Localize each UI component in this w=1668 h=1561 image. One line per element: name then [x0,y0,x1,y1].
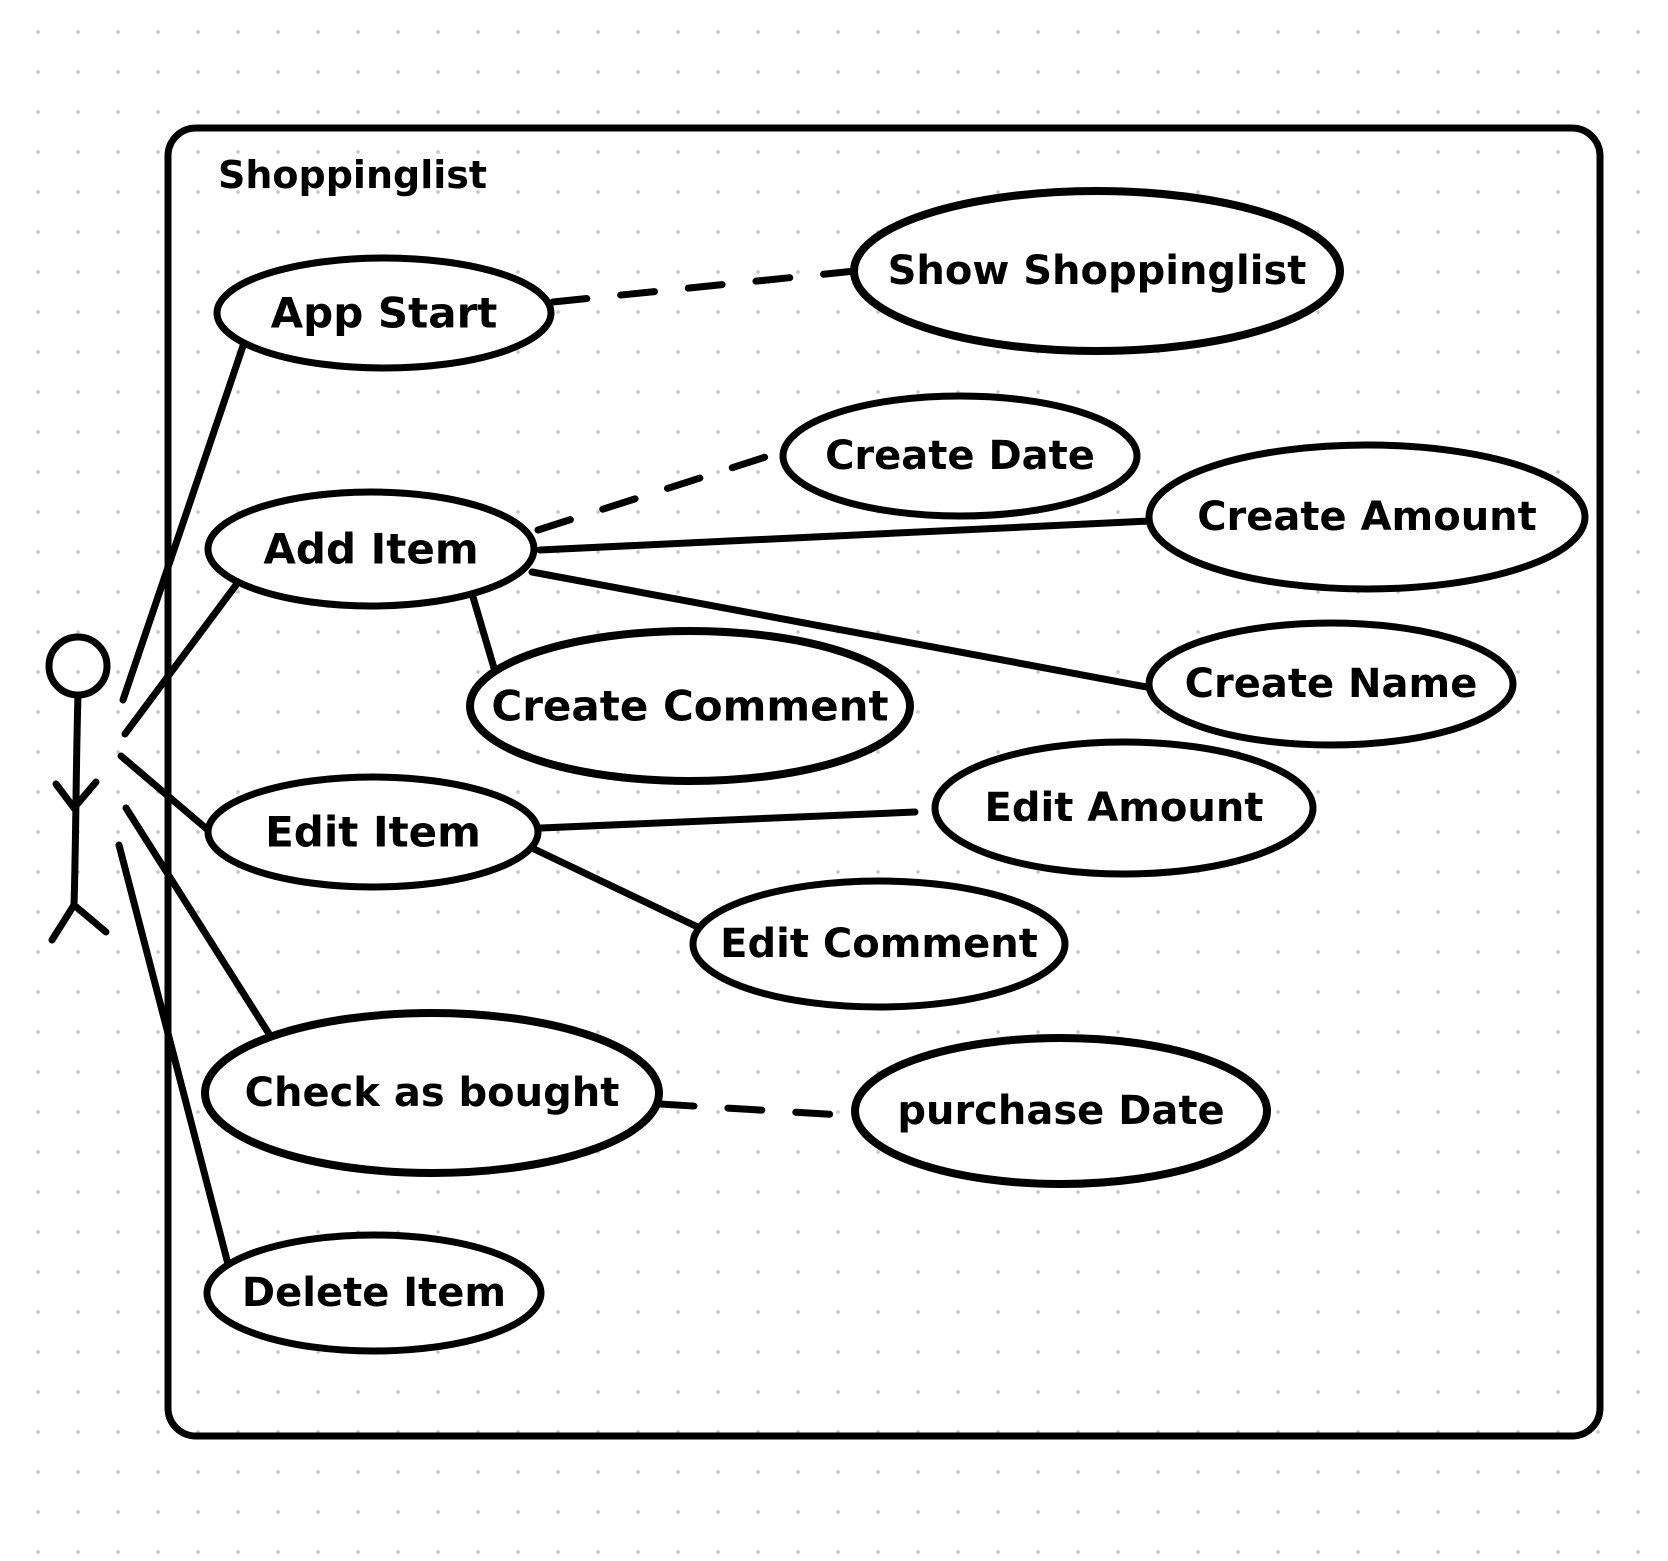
use-case-label: Edit Comment [720,921,1038,967]
use-case-label: Check as bought [245,1070,620,1116]
use-case-edit-amount: Edit Amount [931,738,1317,878]
use-case-label: Add Item [263,525,478,574]
use-case-label: Edit Item [265,808,481,857]
relation-add-item-create-amount [536,517,1154,554]
actor-arms [52,778,100,812]
assoc-actor-delete-item [115,841,232,1268]
use-case-label: Delete Item [242,1270,506,1316]
relation-edit-item-edit-comment [528,844,710,935]
actor-body [70,691,82,909]
relation-edit-item-edit-amount [537,808,919,832]
assoc-actor-add-item [121,581,240,738]
relation-add-item-create-comment [469,593,498,672]
relation-add-item-create-date [534,448,785,534]
use-case-label: Create Amount [1197,494,1537,540]
use-case-purchase-date: purchase Date [851,1034,1271,1188]
use-case-app-start: App Start [213,254,555,372]
assoc-actor-check-as-bought [122,804,275,1041]
use-case-create-comment: Create Comment [466,627,914,785]
system-boundary [164,124,1604,1440]
use-case-label: purchase Date [897,1088,1224,1134]
relation-app-start-show-shoppinglist [549,267,859,306]
relation-check-as-bought-purchase-date [656,1100,862,1120]
use-case-label: Edit Amount [985,785,1264,831]
use-case-label: Create Date [825,433,1095,479]
use-case-create-date: Create Date [779,392,1141,520]
use-case-show-shoppinglist: Show Shoppinglist [850,187,1344,355]
use-case-create-amount: Create Amount [1145,441,1589,593]
use-case-add-item: Add Item [204,488,538,610]
assoc-actor-edit-item [117,752,219,840]
use-case-check-as-bought: Check as bought [201,1009,663,1177]
actor-legs [48,901,110,944]
actor-associations [115,342,275,1268]
use-case-relations [469,267,1156,1120]
actor-head [45,633,111,699]
system-title: Shoppinglist [218,153,487,197]
use-case-label: Show Shoppinglist [888,248,1307,294]
assoc-actor-app-start [119,342,247,704]
relation-add-item-create-name [528,568,1156,692]
actor-stick-figure [45,633,111,944]
use-case-edit-item: Edit Item [204,773,542,891]
use-case-delete-item: Delete Item [203,1231,545,1355]
use-case-label: App Start [271,289,498,338]
use-case-label: Create Name [1185,661,1478,707]
use-case-create-name: Create Name [1145,619,1517,749]
use-case-edit-comment: Edit Comment [689,877,1069,1011]
use-case-label: Create Comment [491,682,888,731]
